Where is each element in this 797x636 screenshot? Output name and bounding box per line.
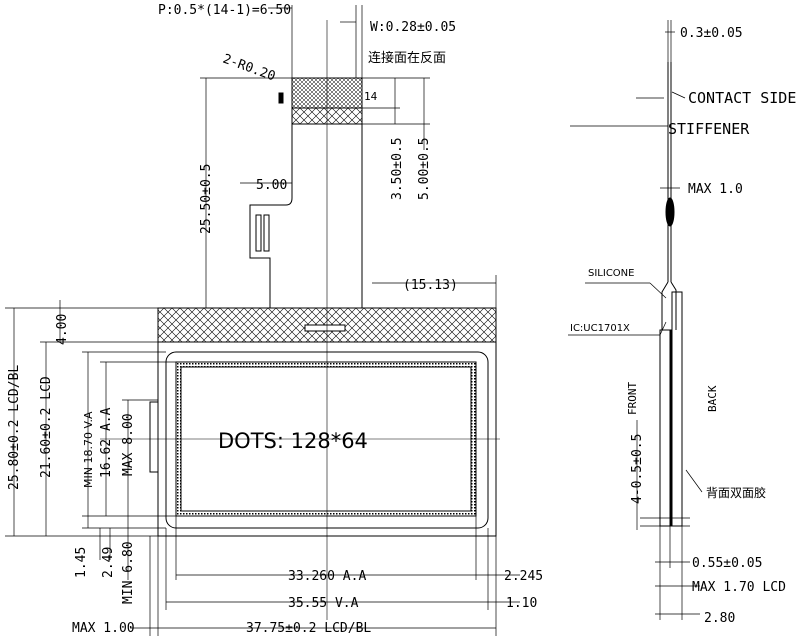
min-2-49-label: 2.49 <box>101 547 116 578</box>
side-max-170-label: MAX 1.70 LCD <box>692 580 786 595</box>
va-width-label: 35.55 V.A <box>288 596 359 611</box>
ic-label: IC:UC1701X <box>570 323 630 334</box>
min-6-80-label: MIN 6.80 <box>121 541 136 604</box>
silicone-label: SILICONE <box>588 268 634 279</box>
side-dimensions <box>568 20 703 620</box>
back-label: BACK <box>706 385 719 412</box>
side-055-label: 0.55±0.05 <box>692 556 762 571</box>
side-view <box>640 62 690 527</box>
aa-right-label: 2.245 <box>504 569 543 584</box>
width-label: W:0.28±0.05 <box>370 20 456 35</box>
dots-label: DOTS: 128*64 <box>218 429 368 453</box>
height-lcd-label: 21.60±0.2 LCD <box>39 376 54 478</box>
tape-dim-label: 4-0.5±0.5 <box>630 434 645 504</box>
contact-note: 连接面在反面 <box>368 50 446 66</box>
fpc-length-label: 25.50±0.5 <box>199 164 214 234</box>
pitch-label: P:0.5*(14-1)=6.50 <box>158 3 291 18</box>
max-1-label: MAX 1.00 <box>72 621 135 636</box>
tab-length-label: 3.50±0.5 <box>390 137 405 200</box>
side-bracket <box>149 401 158 473</box>
side-thickness-label: 0.3±0.05 <box>680 26 743 41</box>
va-right-label: 1.10 <box>506 596 537 611</box>
aa-height-label: 16.62 A.A <box>99 407 114 478</box>
min-1-45-label: 1.45 <box>74 547 89 578</box>
stiffener-label: STIFFENER <box>668 120 750 138</box>
pin-count: 14 <box>364 90 378 103</box>
front-view <box>100 20 500 620</box>
fpc-slot-2 <box>263 214 270 252</box>
fpc-marker <box>278 92 284 104</box>
ic-pad <box>304 324 346 332</box>
fpc-slot-1 <box>255 214 262 252</box>
tab-total-label: 5.00±0.5 <box>417 137 432 200</box>
radius-label: 2-R0.20 <box>221 52 278 85</box>
front-dimensions <box>5 5 520 636</box>
aa-width-label: 33.260 A.A <box>288 569 366 584</box>
max-8-label: MAX 8.00 <box>121 413 136 476</box>
front-label: FRONT <box>626 382 639 415</box>
height-lcd-bl-label: 25.80±0.2 LCD/BL <box>7 365 22 490</box>
contact-side-label: CONTACT SIDE <box>688 89 796 107</box>
tape-note-label: 背面双面胶 <box>706 485 766 500</box>
width-lcd-bl-label: 37.75±0.2 LCD/BL <box>246 621 371 636</box>
fpc-offset-label: (15.13) <box>403 278 458 293</box>
side-280-label: 2.80 <box>704 611 735 626</box>
side-max-1-label: MAX 1.0 <box>688 182 743 197</box>
top-border-label: 4.00 <box>55 314 70 345</box>
va-height-label: MIN 18.70 V.A <box>82 411 95 488</box>
fpc-width-label: 5.00 <box>256 178 287 193</box>
